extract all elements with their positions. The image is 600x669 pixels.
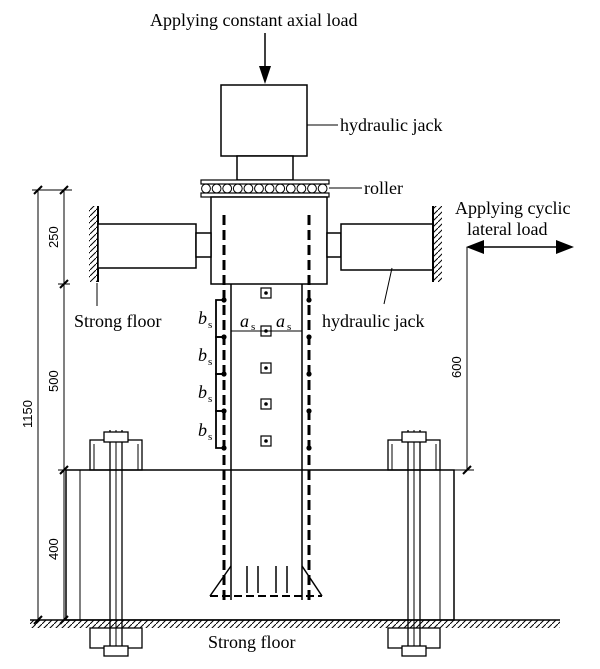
roller-circle — [275, 183, 286, 194]
column-bolt — [260, 398, 272, 410]
dim-500-label: 500 — [46, 370, 61, 392]
column-bolt — [260, 287, 272, 299]
svg-text:s: s — [287, 321, 291, 333]
bs-label-2: b s — [198, 345, 212, 368]
svg-text:a: a — [240, 311, 249, 331]
roller-circle — [317, 183, 328, 194]
binding-bar — [215, 373, 224, 412]
svg-text:s: s — [208, 356, 212, 368]
left-wall-hatch — [89, 206, 98, 282]
bs-label-3: b s — [198, 382, 212, 405]
cyclic-load-arrowhead-left — [466, 240, 484, 254]
cyclic-load-label-line2: lateral load — [467, 219, 547, 239]
left-hydraulic-jack — [97, 223, 197, 269]
column-base-anchorage — [209, 565, 323, 597]
bs-label-4: b s — [198, 420, 212, 443]
column-bolt — [260, 362, 272, 374]
svg-text:b: b — [198, 308, 207, 328]
roller-label: roller — [364, 178, 403, 198]
right-wall-hatch — [433, 206, 442, 282]
hydraulic-jack-right-leader — [383, 267, 393, 305]
bs-label-1: b s — [198, 308, 212, 331]
right-jack-ram — [326, 232, 342, 258]
roller-circle — [243, 183, 254, 194]
roller-circle — [232, 183, 243, 194]
svg-text:s: s — [251, 321, 255, 333]
as-label-right: a s — [276, 311, 291, 333]
strong-floor-left-label: Strong floor — [74, 311, 162, 331]
cyclic-load-label-line1: Applying cyclic — [455, 198, 570, 218]
dim-400-label: 400 — [46, 538, 61, 560]
svg-text:b: b — [198, 420, 207, 440]
shear-stud-dots — [221, 297, 312, 451]
left-jack-ram — [195, 232, 212, 258]
svg-text:s: s — [208, 431, 212, 443]
axial-load-label: Applying constant axial load — [150, 10, 357, 30]
column-bolt — [260, 435, 272, 447]
ground-hatch — [30, 620, 560, 628]
roller-circles — [201, 183, 328, 194]
stud-dot — [306, 408, 312, 414]
roller-circle — [264, 183, 275, 194]
binding-bars — [215, 299, 224, 449]
dim-1150-label: 1150 — [20, 400, 35, 428]
svg-text:a: a — [276, 311, 285, 331]
vertical-hydraulic-jack — [220, 84, 308, 157]
svg-text:b: b — [198, 345, 207, 365]
svg-text:b: b — [198, 382, 207, 402]
svg-text:s: s — [208, 393, 212, 405]
loading-head-block — [210, 196, 328, 285]
roller-circle — [222, 183, 233, 194]
roller-circle — [285, 183, 296, 194]
roller-circle — [296, 183, 307, 194]
stud-dot — [306, 371, 312, 377]
cyclic-load-arrowhead-right — [556, 240, 574, 254]
svg-text:s: s — [208, 319, 212, 331]
stud-dot — [306, 334, 312, 340]
dim-250-label: 250 — [46, 226, 61, 248]
vertical-jack-ram — [236, 155, 294, 181]
as-label-left: a s — [240, 311, 255, 333]
dim-600-tick — [462, 465, 472, 475]
stud-dot — [306, 445, 312, 451]
hydraulic-jack-top-label: hydraulic jack — [340, 115, 442, 135]
roller-circle — [307, 183, 317, 194]
axial-load-arrowhead — [259, 66, 271, 84]
roller-assembly — [200, 179, 330, 198]
hydraulic-jack-right-label: hydraulic jack — [322, 311, 424, 331]
foundation-beam — [65, 469, 455, 621]
stud-dot — [306, 297, 312, 303]
roller-circle — [211, 183, 222, 194]
right-anchor-rod — [387, 430, 441, 657]
dim-600-label: 600 — [449, 356, 464, 378]
binding-bar — [215, 410, 224, 449]
dim-ticks — [33, 185, 69, 625]
right-hydraulic-jack — [340, 223, 434, 271]
column-bolts — [260, 287, 272, 447]
strong-floor-bottom-label: Strong floor — [208, 632, 296, 652]
roller-circle — [201, 183, 211, 194]
left-anchor-rod — [89, 430, 143, 657]
roller-circle — [254, 183, 264, 194]
